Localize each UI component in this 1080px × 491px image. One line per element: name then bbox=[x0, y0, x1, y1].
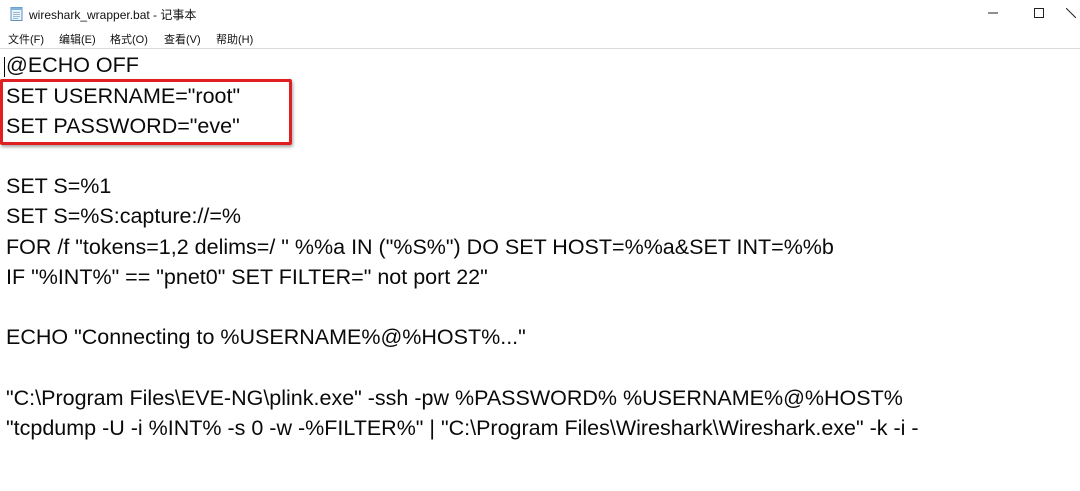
code-line: "C:\Program Files\EVE-NG\plink.exe" -ssh… bbox=[6, 386, 903, 410]
maximize-button[interactable] bbox=[1016, 0, 1062, 28]
code-line: SET USERNAME="root" bbox=[6, 84, 241, 108]
menu-help[interactable]: 帮助(H) bbox=[216, 34, 254, 46]
notepad-icon bbox=[10, 6, 24, 21]
code-line: @ECHO OFF bbox=[6, 53, 139, 77]
code-line: FOR /f "tokens=1,2 delims=/ " %%a IN ("%… bbox=[6, 235, 834, 259]
text-editor[interactable] bbox=[0, 48, 1080, 491]
minimize-icon bbox=[988, 5, 998, 23]
window-title: wireshark_wrapper.bat - 记事本 bbox=[29, 8, 197, 22]
code-line: SET S=%1 bbox=[6, 174, 112, 198]
code-line: "tcpdump -U -i %INT% -s 0 -w -%FILTER%" … bbox=[6, 416, 919, 440]
code-line: SET S=%S:capture://=% bbox=[6, 204, 242, 228]
title-bar[interactable]: wireshark_wrapper.bat - 记事本 bbox=[0, 0, 1080, 28]
close-button[interactable] bbox=[1062, 0, 1080, 28]
code-line: ECHO "Connecting to %USERNAME%@%HOST%...… bbox=[6, 325, 526, 349]
menu-edit[interactable]: 编辑(E) bbox=[59, 34, 96, 46]
code-line: SET PASSWORD="eve" bbox=[6, 114, 240, 138]
close-icon bbox=[1065, 5, 1077, 23]
maximize-icon bbox=[1034, 5, 1044, 23]
text-caret bbox=[4, 57, 5, 77]
menu-bar: 文件(F) 编辑(E) 格式(O) 查看(V) 帮助(H) bbox=[0, 28, 1080, 48]
minimize-button[interactable] bbox=[970, 0, 1016, 28]
menu-format[interactable]: 格式(O) bbox=[110, 34, 148, 46]
menu-file[interactable]: 文件(F) bbox=[8, 34, 45, 46]
menu-view[interactable]: 查看(V) bbox=[164, 34, 201, 46]
code-line: IF "%INT%" == "pnet0" SET FILTER=" not p… bbox=[6, 265, 488, 289]
